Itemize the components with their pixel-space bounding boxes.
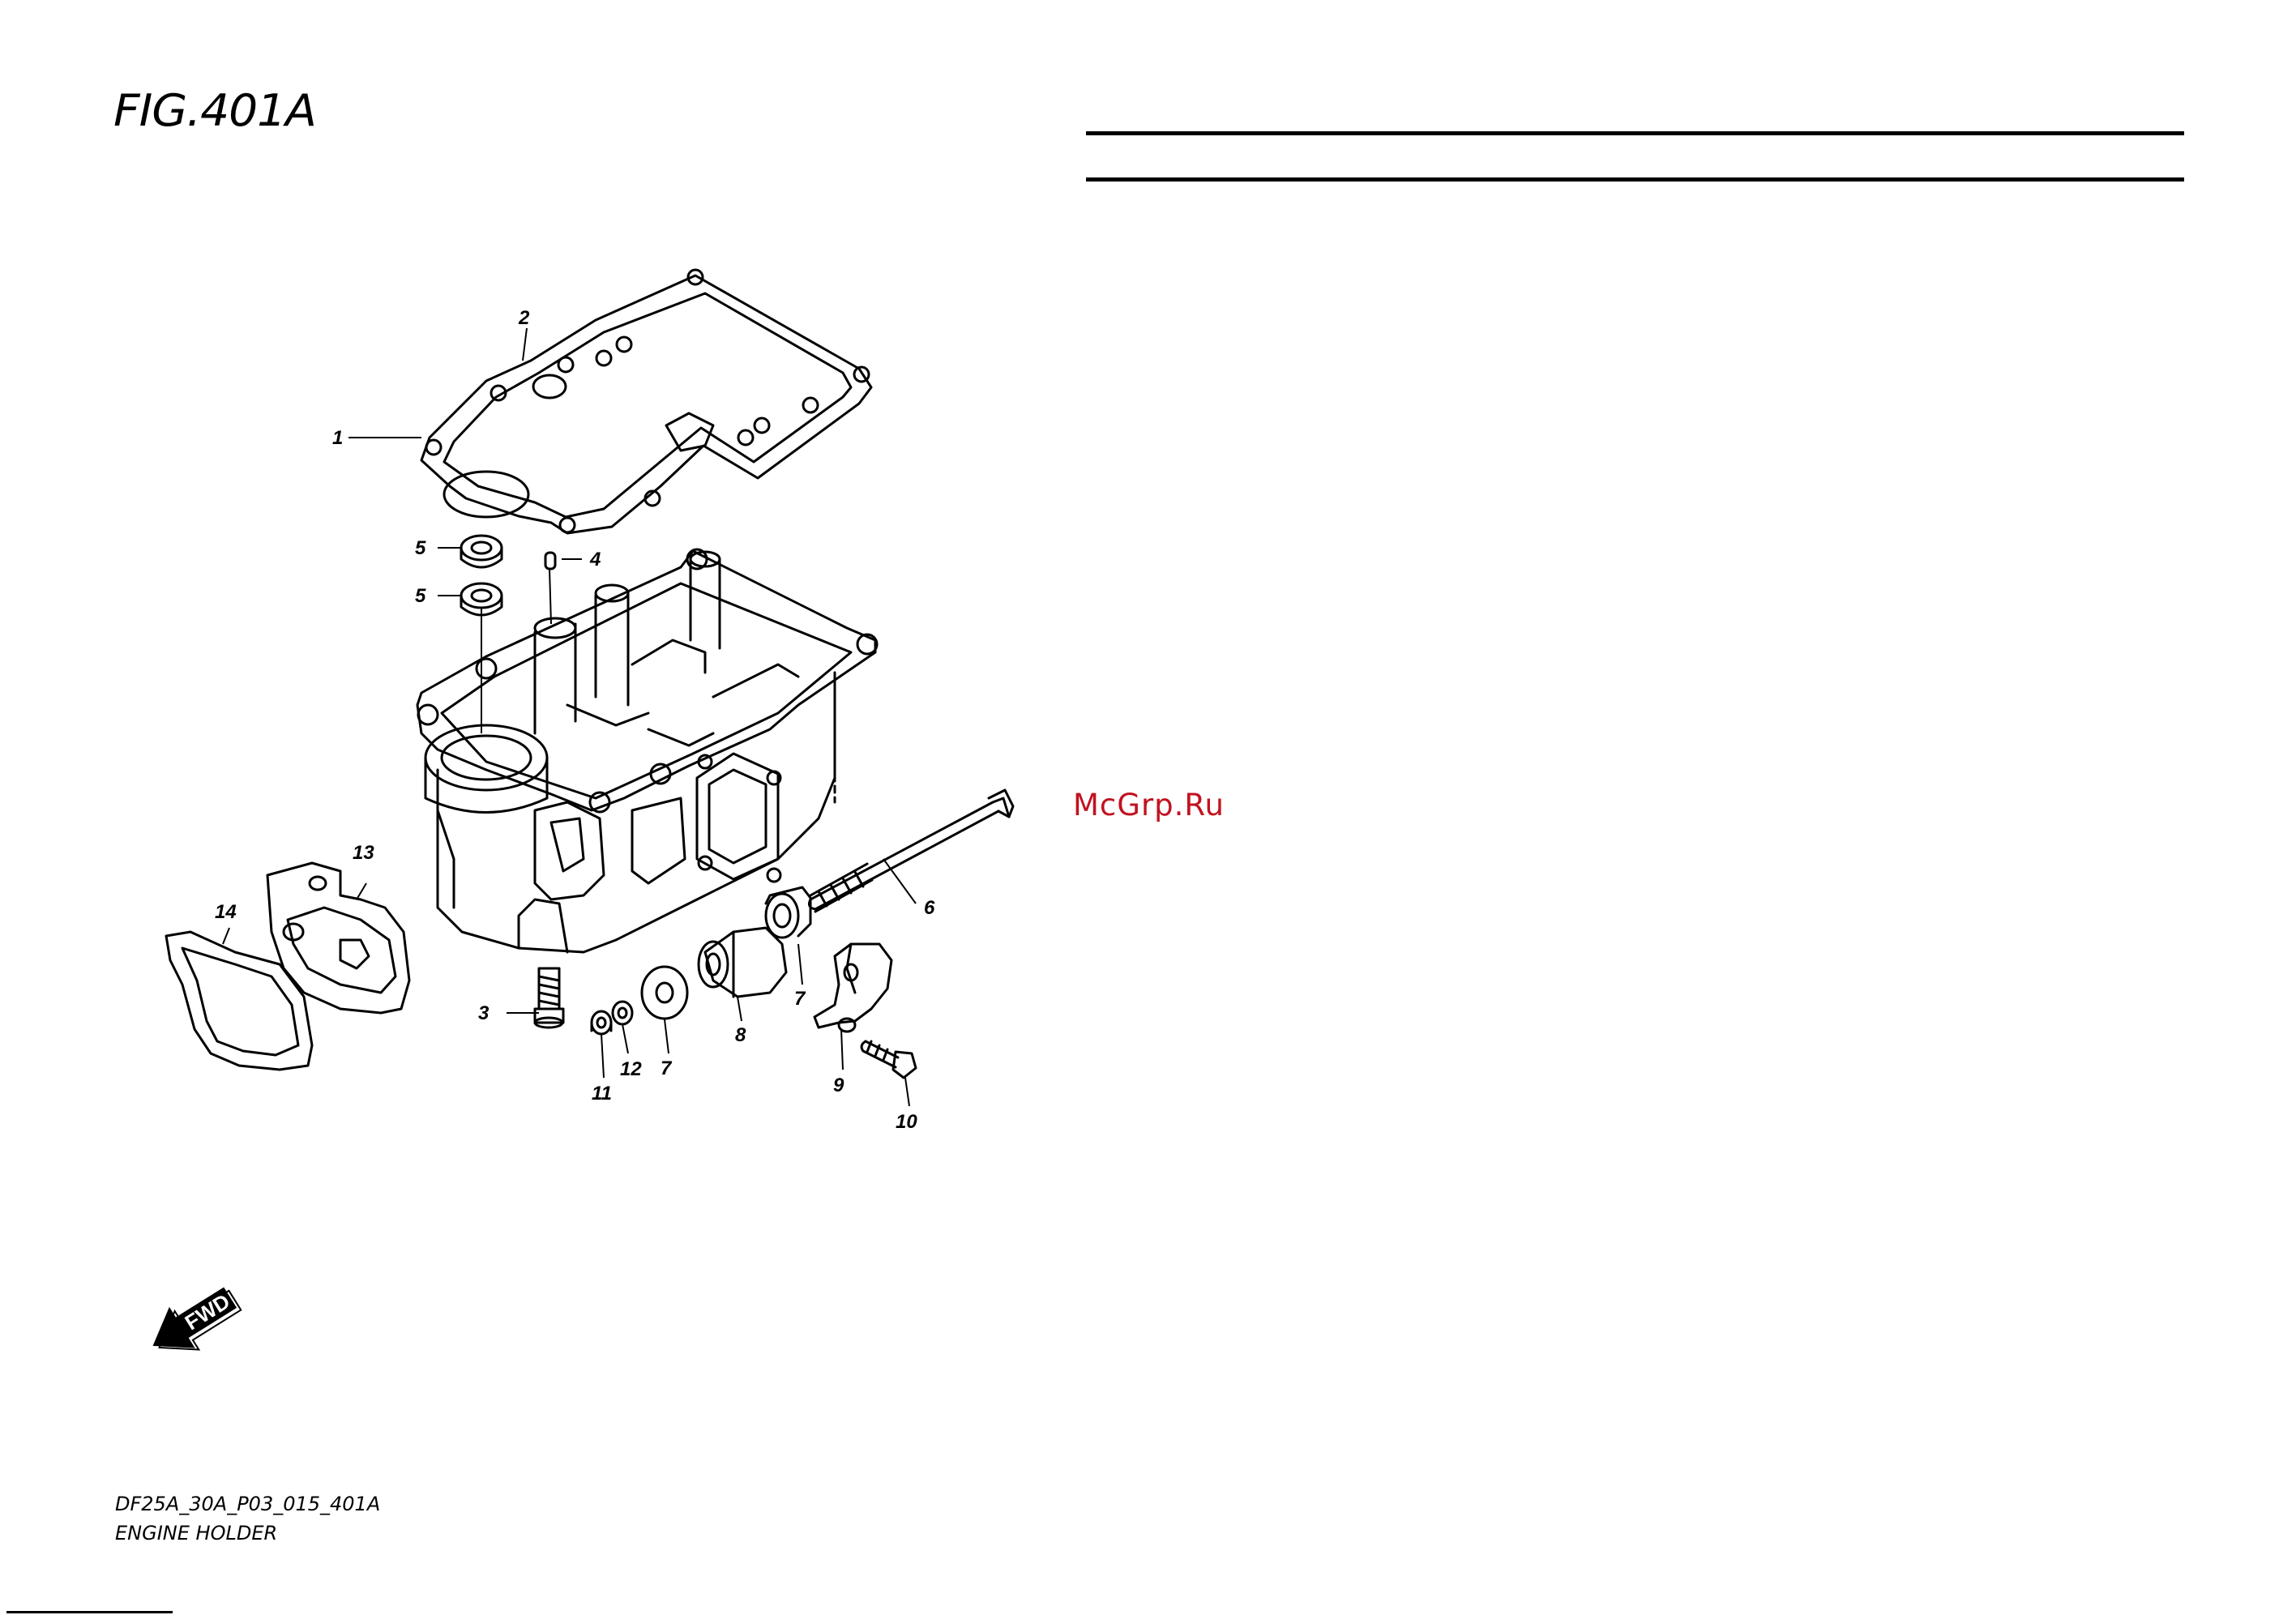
callout-11: 11: [592, 1083, 612, 1104]
callout-1: 1: [332, 427, 343, 449]
callout-13: 13: [353, 842, 374, 864]
part-7-washer-lower: [642, 967, 687, 1019]
callout-7-lower: 7: [661, 1057, 673, 1079]
callout-2: 2: [518, 307, 530, 329]
part-5-seal-upper: [461, 536, 502, 567]
part-12-washer: [613, 1002, 632, 1024]
part-3-bolt: [535, 968, 563, 1028]
callout-4: 4: [589, 549, 601, 570]
part-1-engine-holder: [417, 549, 877, 952]
callout-9: 9: [833, 1075, 844, 1096]
part-13-cover: [267, 863, 409, 1013]
callout-5-lower: 5: [415, 585, 426, 607]
part-11-nut: [592, 1011, 611, 1034]
leader-lines: [223, 328, 916, 1106]
footer-rule: [6, 1611, 173, 1613]
callout-14: 14: [215, 901, 237, 923]
part-4-pin: [545, 553, 555, 569]
fwd-arrow-icon: FWD: [142, 1277, 247, 1369]
callout-3: 3: [478, 1002, 490, 1024]
part-6-through-bolt: [809, 790, 1013, 912]
part-9-bracket: [815, 944, 891, 1032]
figure-code: DF25A_30A_P03_015_401A: [115, 1493, 380, 1515]
part-2-gasket: [421, 270, 871, 533]
callout-5-upper: 5: [415, 537, 426, 559]
part-8-mount: [699, 928, 786, 997]
callout-10: 10: [896, 1111, 917, 1133]
part-14-seal: [166, 932, 312, 1070]
callout-7-upper: 7: [794, 988, 806, 1010]
callout-8: 8: [735, 1024, 746, 1046]
part-7-washer-upper: [766, 887, 810, 938]
figure-name: ENGINE HOLDER: [115, 1522, 277, 1545]
callout-12: 12: [620, 1058, 642, 1080]
callout-6: 6: [924, 897, 935, 919]
part-10-bolt: [862, 1041, 916, 1078]
